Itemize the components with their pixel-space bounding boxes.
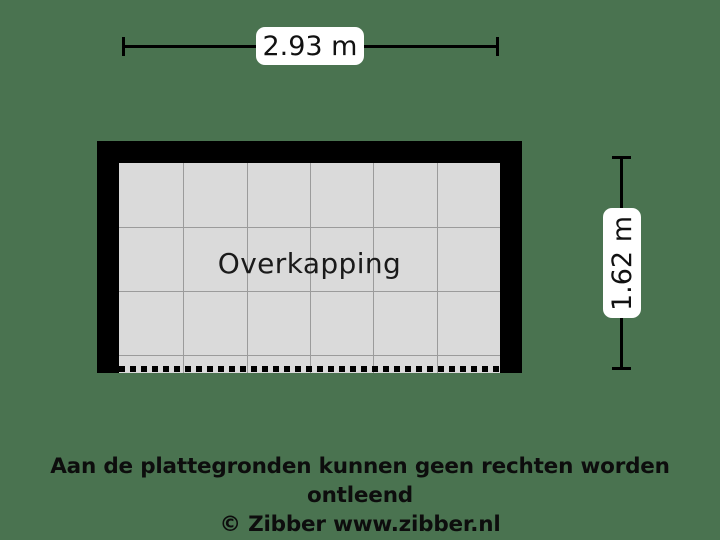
dimension-width-tick-left [122,37,125,56]
room-floor [119,163,500,373]
gridline-vertical [310,163,311,373]
footer-disclaimer: Aan de plattegronden kunnen geen rechten… [0,452,720,539]
dimension-height-label: 1.62 m [603,208,641,318]
gridline-vertical [437,163,438,373]
room-overkapping: Overkapping [97,141,522,373]
dimension-width-tick-right [496,37,499,56]
dimension-height-tick-bottom [612,367,631,370]
room-open-edge-dashed [119,366,500,372]
wall-right [500,141,522,373]
gridline-horizontal [119,355,500,356]
wall-left [97,141,119,373]
room-label: Overkapping [217,247,402,280]
gridline-horizontal [119,227,500,228]
footer-line-1: Aan de plattegronden kunnen geen rechten… [50,454,670,508]
gridline-vertical [247,163,248,373]
dimension-height-tick-top [612,156,631,159]
dimension-width-value: 2.93 m [262,30,358,62]
gridline-vertical [183,163,184,373]
dimension-width-label: 2.93 m [256,27,364,65]
wall-top [97,141,522,163]
dimension-height-value: 1.62 m [606,215,638,311]
gridline-vertical [373,163,374,373]
gridline-horizontal [119,291,500,292]
footer-line-2: © Zibber www.zibber.nl [219,512,501,537]
